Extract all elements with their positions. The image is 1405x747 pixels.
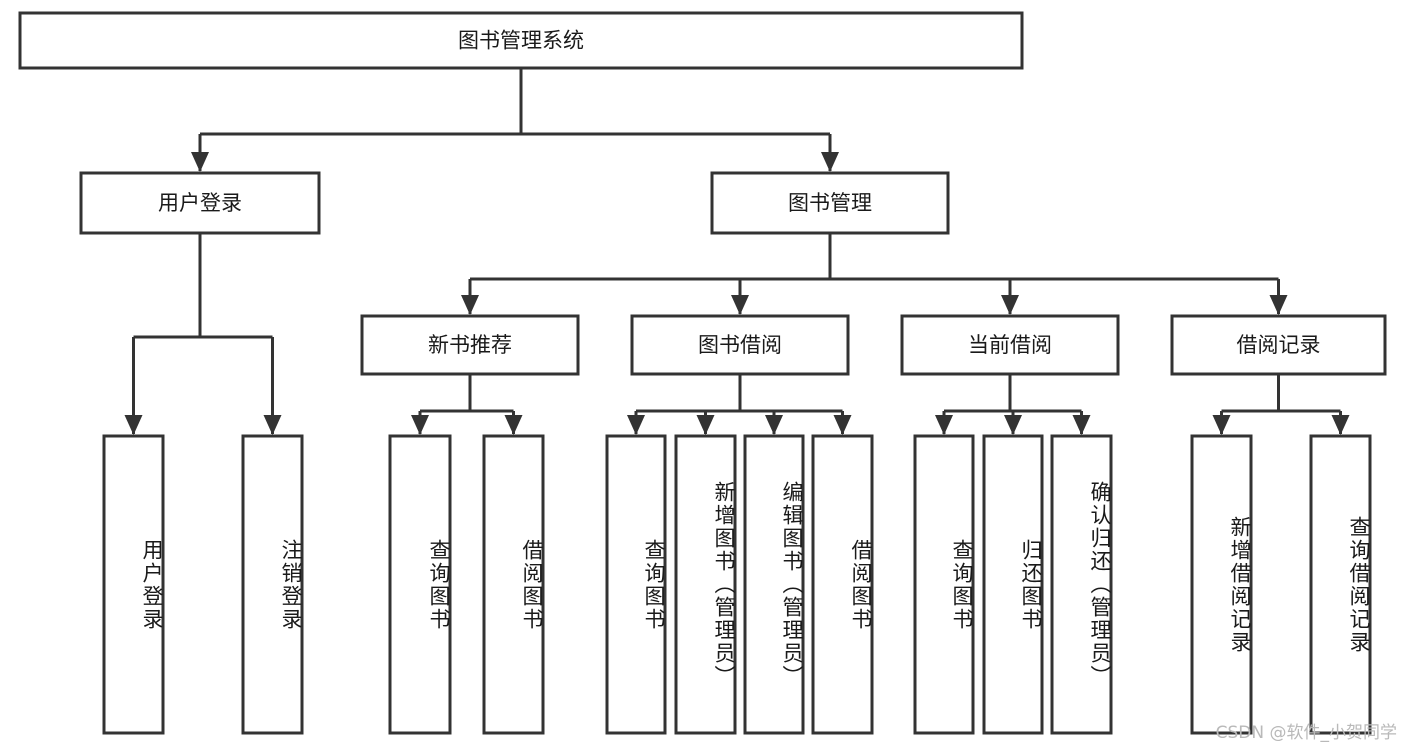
node-box-leaf-return-book[interactable] bbox=[982, 434, 1044, 735]
arrow-head-icon bbox=[1331, 415, 1350, 435]
arrow-head-icon bbox=[935, 415, 953, 435]
node-box-leaf-user-login[interactable] bbox=[102, 434, 165, 735]
arrow-head-icon bbox=[461, 295, 479, 315]
node-box-book-borrow[interactable] bbox=[630, 314, 850, 376]
arrow-head-icon bbox=[627, 415, 645, 435]
arrow-head-icon bbox=[1269, 295, 1288, 315]
node-box-current-borrow[interactable] bbox=[900, 314, 1120, 376]
node-box-new-book-rec[interactable] bbox=[360, 314, 580, 376]
node-box-leaf-confirm-return[interactable] bbox=[1050, 434, 1113, 735]
node-label: 当前借阅 bbox=[968, 333, 1052, 357]
node-box-user-login[interactable] bbox=[79, 171, 321, 235]
arrow-head-icon bbox=[696, 415, 715, 435]
arrow-head-icon bbox=[124, 415, 143, 435]
node-label: 借阅记录 bbox=[1237, 333, 1321, 357]
arrow-head-icon bbox=[1004, 415, 1022, 435]
node-label: 图书管理系统 bbox=[458, 29, 584, 53]
arrow-head-icon bbox=[1212, 415, 1231, 435]
watermark: CSDN @软件_小贺同学 bbox=[1215, 723, 1397, 743]
node-box-leaf-logout[interactable] bbox=[241, 434, 304, 735]
node-box-leaf-borrow-book-1[interactable] bbox=[482, 434, 545, 735]
node-box-leaf-query-book-3[interactable] bbox=[913, 434, 975, 735]
arrow-head-icon bbox=[731, 295, 749, 315]
node-box-borrow-record[interactable] bbox=[1170, 314, 1387, 376]
node-box-leaf-add-book[interactable] bbox=[674, 434, 737, 735]
node-box-book-manage[interactable] bbox=[710, 171, 950, 235]
arrow-head-icon bbox=[1001, 295, 1019, 315]
node-label: 用户登录 bbox=[158, 191, 242, 215]
node-label: 图书借阅 bbox=[698, 333, 782, 357]
arrow-head-icon bbox=[263, 415, 282, 435]
arrow-head-icon bbox=[1072, 415, 1091, 435]
node-label: 图书管理 bbox=[788, 191, 872, 215]
node-box-root[interactable] bbox=[18, 11, 1024, 70]
node-box-leaf-edit-book[interactable] bbox=[743, 434, 805, 735]
node-box-leaf-query-record[interactable] bbox=[1309, 434, 1372, 735]
arrow-head-icon bbox=[821, 152, 839, 172]
node-box-leaf-query-book-1[interactable] bbox=[388, 434, 452, 735]
node-label: 新书推荐 bbox=[428, 333, 512, 357]
arrow-head-icon bbox=[411, 415, 429, 435]
arrow-head-icon bbox=[833, 415, 852, 435]
arrow-head-icon bbox=[765, 415, 783, 435]
node-box-leaf-borrow-book-2[interactable] bbox=[811, 434, 874, 735]
arrow-head-icon bbox=[191, 152, 209, 172]
connector-group bbox=[124, 68, 1350, 435]
arrow-head-icon bbox=[504, 415, 523, 435]
node-box-leaf-add-record[interactable] bbox=[1190, 434, 1253, 735]
node-box-leaf-query-book-2[interactable] bbox=[605, 434, 667, 735]
